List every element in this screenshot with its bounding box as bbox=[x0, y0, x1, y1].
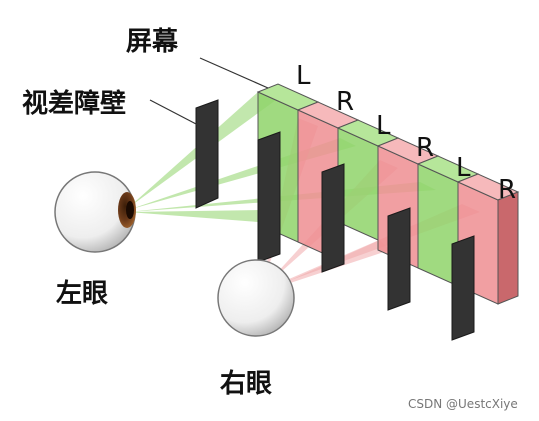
barrier-slat-1 bbox=[195, 99, 219, 209]
barrier-slat-3 bbox=[321, 163, 345, 273]
pixel-label-6: R bbox=[498, 175, 516, 205]
pixel-label-5: L bbox=[456, 153, 471, 183]
barrier-slat-4 bbox=[387, 207, 411, 311]
barrier-leader bbox=[149, 99, 199, 126]
left-ray-4 bbox=[128, 210, 260, 222]
barrier-slat-5 bbox=[451, 235, 475, 341]
right-eyeball bbox=[217, 259, 295, 337]
pixel-label-4: R bbox=[416, 133, 434, 163]
barrier-slat-2 bbox=[257, 131, 281, 263]
screen-side bbox=[497, 191, 519, 305]
screen-leader bbox=[199, 57, 269, 89]
watermark: CSDN @UestcXiye bbox=[408, 397, 518, 411]
pixel-label-3: L bbox=[376, 111, 391, 141]
pixel-label-2: R bbox=[336, 87, 354, 117]
leader-lines bbox=[149, 57, 269, 126]
parallax-barrier-label: 视差障壁 bbox=[22, 88, 126, 119]
left-eye bbox=[54, 171, 136, 253]
right-eye bbox=[217, 259, 295, 337]
screen-label: 屏幕 bbox=[126, 27, 179, 57]
left-pupil bbox=[126, 201, 134, 219]
right-eye-label: 右眼 bbox=[220, 369, 272, 399]
pixel-label-1: L bbox=[296, 61, 311, 91]
parallax-barrier bbox=[195, 99, 475, 341]
left-eye-label: 左眼 bbox=[56, 279, 108, 309]
